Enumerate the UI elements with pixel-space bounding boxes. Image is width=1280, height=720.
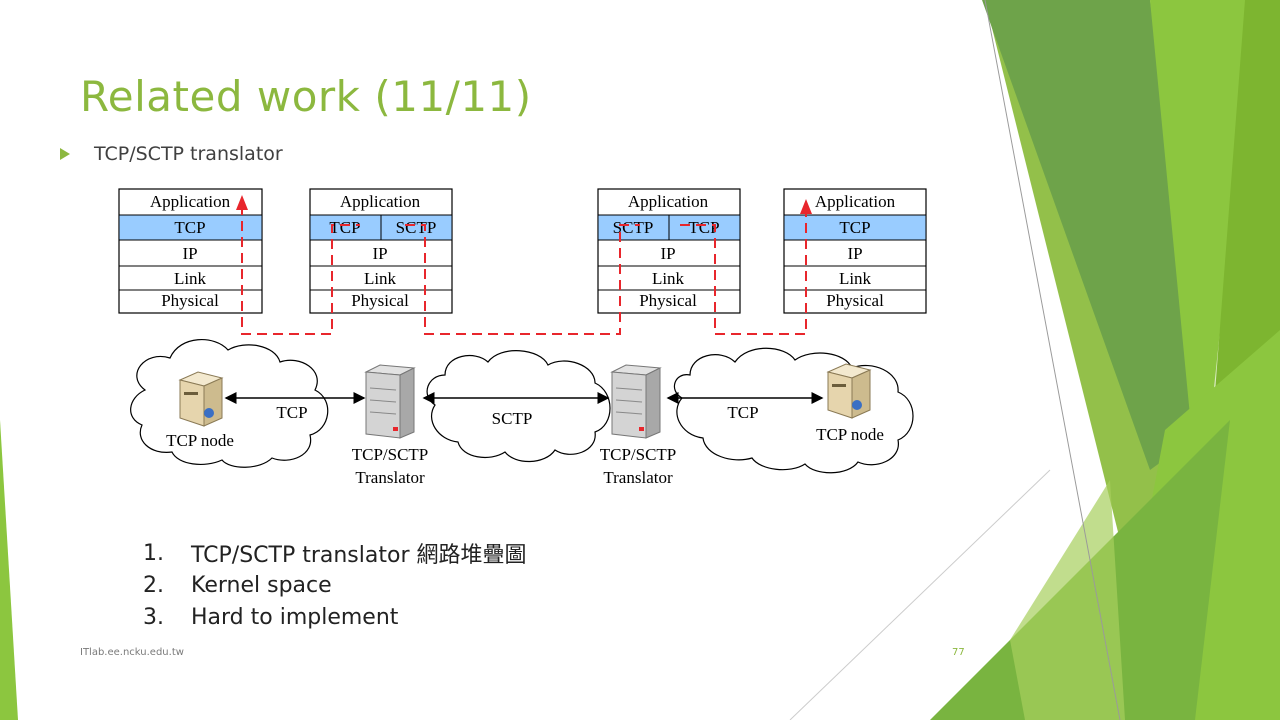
list-text: Kernel space — [191, 572, 332, 598]
protocol-stack-2: Application TCP SCTP IP Link Physical — [309, 188, 453, 314]
stack2-layer-tcp: TCP — [329, 218, 360, 237]
node-label-translator-left-1: TCP/SCTP — [352, 445, 429, 464]
link-label-sctp: SCTP — [492, 409, 533, 428]
server-icon — [610, 364, 662, 439]
stack4-layer-physical: Physical — [826, 291, 884, 310]
cloud-right — [673, 347, 914, 474]
list-item: 2. Kernel space — [143, 569, 527, 601]
node-label-translator-right-2: Translator — [603, 468, 673, 487]
slide-title: Related work (11/11) — [80, 72, 532, 121]
data-path-arrowhead — [800, 199, 812, 214]
stack3-layer-link: Link — [652, 269, 685, 288]
list-number: 1. — [143, 540, 164, 566]
list-number: 3. — [143, 604, 164, 630]
page-number: 77 — [952, 647, 965, 658]
stack3-layer-ip: IP — [660, 244, 675, 263]
triangle-bullet-icon — [60, 148, 70, 160]
computer-icon — [826, 363, 872, 419]
list-text: TCP/SCTP translator 網路堆疊圖 — [191, 543, 527, 568]
node-label-tcp-left: TCP node — [166, 431, 234, 450]
stack2-layer-ip: IP — [372, 244, 387, 263]
node-label-translator-right-1: TCP/SCTP — [600, 445, 677, 464]
data-path — [241, 205, 807, 335]
node-label-translator-left-2: Translator — [355, 468, 425, 487]
stack2-layer-link: Link — [364, 269, 397, 288]
stack3-layer-physical: Physical — [639, 291, 697, 310]
stack1-layer-physical: Physical — [161, 291, 219, 310]
node-label-tcp-right: TCP node — [816, 425, 884, 444]
bullet-text: TCP/SCTP translator — [94, 143, 283, 165]
footer-url: ITlab.ee.ncku.edu.tw — [80, 647, 184, 658]
stack4-layer-application: Application — [815, 192, 896, 211]
list-item: 3. Hard to implement — [143, 601, 527, 633]
cloud-middle — [426, 350, 611, 463]
stack2-layer-physical: Physical — [351, 291, 409, 310]
stack1-layer-tcp: TCP — [174, 218, 205, 237]
stack1-layer-ip: IP — [182, 244, 197, 263]
stack4-layer-link: Link — [839, 269, 872, 288]
computer-icon — [178, 371, 224, 427]
stack4-layer-tcp: TCP — [839, 218, 870, 237]
stack4-layer-ip: IP — [847, 244, 862, 263]
stack2-layer-application: Application — [340, 192, 421, 211]
stack3-layer-tcp: TCP — [688, 218, 719, 237]
link-label-tcp-left: TCP — [276, 403, 307, 422]
link-label-tcp-right: TCP — [727, 403, 758, 422]
bullet-row: TCP/SCTP translator — [60, 143, 283, 165]
stack2-layer-sctp: SCTP — [396, 218, 437, 237]
protocol-stack-3: Application SCTP TCP IP Link Physical — [597, 188, 741, 314]
stack3-layer-sctp: SCTP — [613, 218, 654, 237]
stack3-layer-application: Application — [628, 192, 709, 211]
list-number: 2. — [143, 572, 164, 598]
data-path-arrowhead — [236, 195, 248, 210]
server-icon — [364, 364, 416, 439]
list-text: Hard to implement — [191, 604, 399, 630]
stack1-layer-link: Link — [174, 269, 207, 288]
list-item: 1. TCP/SCTP translator 網路堆疊圖 — [143, 537, 527, 569]
numbered-list: 1. TCP/SCTP translator 網路堆疊圖 2. Kernel s… — [143, 537, 527, 633]
stack1-layer-application: Application — [150, 192, 231, 211]
